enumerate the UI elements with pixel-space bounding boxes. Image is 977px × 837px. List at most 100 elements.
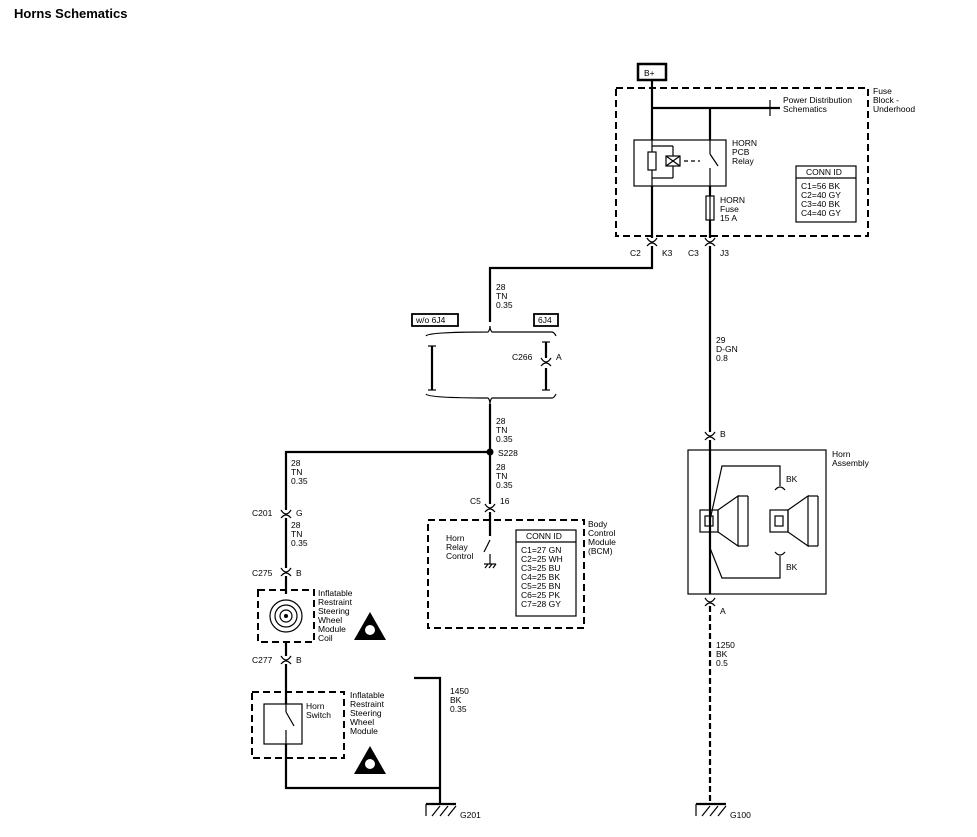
svg-text:6J4: 6J4 bbox=[538, 315, 552, 325]
pin-16-label: 16 bbox=[500, 496, 510, 506]
page-title: Horns Schematics bbox=[14, 6, 128, 21]
connector-c201: C201 G bbox=[252, 508, 303, 519]
connector-c5-label: C5 bbox=[470, 496, 481, 506]
svg-text:Restraint: Restraint bbox=[318, 597, 353, 607]
battery-positive-terminal: B+ bbox=[636, 62, 668, 88]
svg-text:29: 29 bbox=[716, 335, 726, 345]
conn-id-title: CONN ID bbox=[806, 167, 842, 177]
svg-text:28: 28 bbox=[291, 458, 301, 468]
svg-text:B: B bbox=[296, 655, 302, 665]
svg-text:0.5: 0.5 bbox=[716, 658, 728, 668]
svg-text:C275: C275 bbox=[252, 568, 273, 578]
svg-text:Steering: Steering bbox=[350, 708, 382, 718]
horn-fuse: HORN Fuse 15 A bbox=[705, 195, 745, 238]
connector-horn-a: A bbox=[704, 597, 726, 616]
wire-label-tn-3: 28 TN 0.35 bbox=[291, 458, 308, 486]
fuse-label-1: HORN bbox=[720, 195, 745, 205]
relay-label-1: HORN bbox=[732, 138, 757, 148]
connector-c266: C266 A bbox=[512, 341, 562, 391]
connector-c266-label: C266 bbox=[512, 352, 533, 362]
svg-text:G201: G201 bbox=[460, 810, 481, 820]
svg-text:BK: BK bbox=[450, 695, 462, 705]
svg-text:TN: TN bbox=[291, 467, 302, 477]
wire-label-tn-2: 28 TN 0.35 bbox=[496, 416, 513, 444]
connector-c275: C275 B bbox=[252, 567, 302, 578]
svg-text:C201: C201 bbox=[252, 508, 273, 518]
svg-text:C7=28 GY: C7=28 GY bbox=[521, 599, 561, 609]
svg-text:C3=25 BU: C3=25 BU bbox=[521, 563, 560, 573]
airbag-warning-icon bbox=[354, 746, 386, 774]
svg-text:B: B bbox=[720, 429, 726, 439]
pds-label-2: Schematics bbox=[783, 104, 827, 114]
ground-g100: G100 bbox=[695, 802, 751, 820]
svg-text:Switch: Switch bbox=[306, 710, 331, 720]
svg-text:0.35: 0.35 bbox=[291, 538, 308, 548]
svg-text:C1=27 GN: C1=27 GN bbox=[521, 545, 561, 555]
svg-text:Horn: Horn bbox=[306, 701, 325, 711]
svg-text:Module: Module bbox=[350, 726, 378, 736]
svg-text:G: G bbox=[296, 508, 303, 518]
fuse-block-label-1: Fuse bbox=[873, 86, 892, 96]
svg-text:BK: BK bbox=[716, 649, 728, 659]
conn-id-row: C3=40 BK bbox=[801, 199, 840, 209]
ground-g201: G201 bbox=[425, 802, 481, 820]
horn-assembly: Horn Assembly BK BK bbox=[687, 440, 870, 595]
power-bus: Power Distribution Schematics bbox=[650, 88, 852, 140]
wire-label-tn-1: 28 TN 0.35 bbox=[496, 282, 513, 310]
svg-text:0.35: 0.35 bbox=[496, 300, 513, 310]
connector-c3-label: C3 bbox=[688, 248, 699, 258]
svg-text:Horn: Horn bbox=[446, 533, 465, 543]
svg-text:D-GN: D-GN bbox=[716, 344, 738, 354]
svg-text:Body: Body bbox=[588, 519, 608, 529]
svg-text:C2=25 WH: C2=25 WH bbox=[521, 554, 563, 564]
svg-text:C277: C277 bbox=[252, 655, 273, 665]
connector-horn-b: B bbox=[704, 429, 726, 441]
svg-text:Module: Module bbox=[588, 537, 616, 547]
pin-a-label: A bbox=[556, 352, 562, 362]
svg-text:Control: Control bbox=[446, 551, 474, 561]
svg-text:1450: 1450 bbox=[450, 686, 469, 696]
wire-label-tn-4: 28 TN 0.35 bbox=[496, 462, 513, 490]
svg-text:CONN ID: CONN ID bbox=[526, 531, 562, 541]
svg-text:S228: S228 bbox=[498, 448, 518, 458]
svg-text:w/o 6J4: w/o 6J4 bbox=[415, 315, 446, 325]
svg-text:A: A bbox=[720, 606, 726, 616]
wire-label-bk-2: 1250 BK 0.5 bbox=[716, 640, 735, 668]
svg-text:28: 28 bbox=[496, 282, 506, 292]
svg-text:(BCM): (BCM) bbox=[588, 546, 613, 556]
svg-text:Assembly: Assembly bbox=[832, 458, 870, 468]
svg-text:Horn: Horn bbox=[832, 449, 851, 459]
wire-label-bk-1: 1450 BK 0.35 bbox=[450, 686, 469, 714]
connector-c5: C5 16 bbox=[470, 496, 510, 513]
relay-label-2: PCB bbox=[732, 147, 750, 157]
svg-text:Module: Module bbox=[318, 624, 346, 634]
svg-text:B: B bbox=[296, 568, 302, 578]
wire-label-tn-5: 28 TN 0.35 bbox=[291, 520, 308, 548]
conn-id-row: C1=56 BK bbox=[801, 181, 840, 191]
steering-wheel-module: Horn Switch Inflatable Restraint Steerin… bbox=[251, 690, 385, 759]
svg-text:Wheel: Wheel bbox=[350, 717, 374, 727]
svg-text:Relay: Relay bbox=[446, 542, 468, 552]
wire-label-dgn: 29 D-GN 0.8 bbox=[716, 335, 738, 363]
svg-text:TN: TN bbox=[291, 529, 302, 539]
svg-text:Restraint: Restraint bbox=[350, 699, 385, 709]
svg-text:1250: 1250 bbox=[716, 640, 735, 650]
svg-text:C6=25 PK: C6=25 PK bbox=[521, 590, 560, 600]
svg-text:TN: TN bbox=[496, 291, 507, 301]
splice-s228: S228 bbox=[486, 448, 518, 458]
connector-c2-label: C2 bbox=[630, 248, 641, 258]
svg-text:0.35: 0.35 bbox=[450, 704, 467, 714]
fuse-label-2: Fuse bbox=[720, 204, 739, 214]
svg-text:0.35: 0.35 bbox=[291, 476, 308, 486]
svg-text:C5=25 BN: C5=25 BN bbox=[521, 581, 560, 591]
svg-text:Inflatable: Inflatable bbox=[350, 690, 385, 700]
svg-text:Inflatable: Inflatable bbox=[318, 588, 353, 598]
pin-j3-label: J3 bbox=[720, 248, 729, 258]
svg-text:BK: BK bbox=[786, 474, 798, 484]
svg-text:0.35: 0.35 bbox=[496, 434, 513, 444]
svg-text:28: 28 bbox=[496, 416, 506, 426]
svg-text:BK: BK bbox=[786, 562, 798, 572]
airbag-warning-icon bbox=[354, 612, 386, 640]
fuse-block-label-3: Underhood bbox=[873, 104, 915, 114]
